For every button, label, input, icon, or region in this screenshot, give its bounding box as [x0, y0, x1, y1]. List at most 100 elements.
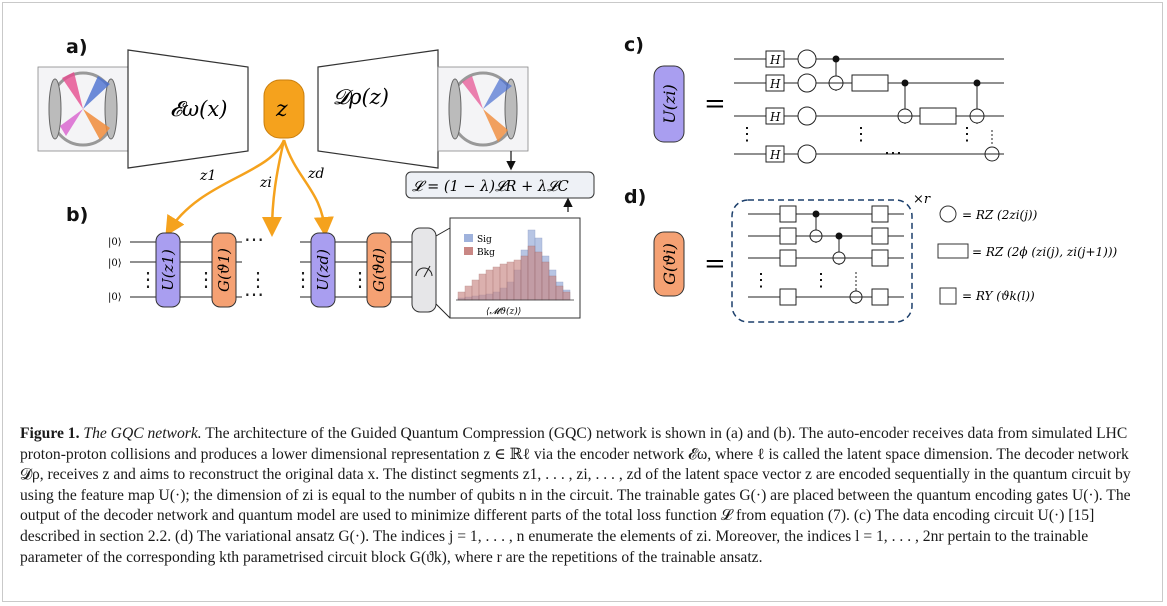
legend-circle-icon	[939, 205, 957, 223]
h-gate-label: H	[769, 53, 781, 67]
arrow-zi	[262, 139, 286, 237]
rz-rect	[851, 74, 889, 92]
detector-image-input	[37, 66, 129, 152]
hist-bar-bkg	[499, 263, 508, 301]
vertical-dots: ⋮	[958, 124, 976, 145]
legend-square-icon	[939, 287, 957, 305]
hist-bar-bkg	[562, 291, 571, 301]
qubit-label-1: |0⟩	[108, 258, 122, 269]
caption-text: The architecture of the Guided Quantum C…	[20, 425, 1131, 566]
ry-square	[779, 205, 797, 223]
panel-label-b: b)	[66, 204, 89, 226]
legend-bkg-swatch	[464, 247, 473, 255]
ry-square	[871, 205, 889, 223]
caption-title: The GQC network.	[83, 425, 202, 442]
legend-rz-pair: = RZ (2ϕ (zi(j), zi(j+1)))	[972, 245, 1118, 259]
panel-d-lhs-label: G(ϑi)	[660, 243, 679, 285]
hist-bar-bkg	[506, 261, 515, 301]
control-dot	[835, 232, 843, 240]
h-gate-label: H	[769, 148, 781, 162]
figure-svg: 𝓔ω(x) z 𝓓ρ(z) 𝓛 = (1 − λ)𝓛R + λ𝓛C z1 zi …	[37, 49, 1118, 323]
caption-label: Figure 1.	[20, 425, 80, 442]
arrow-z1	[165, 139, 286, 237]
legend-ry: = RY (ϑk(l))	[962, 289, 1035, 303]
gate-g1-label: G(ϑ1)	[215, 248, 233, 292]
loss-box	[405, 171, 595, 199]
gate-u-zd	[310, 232, 336, 308]
panel-label-a: a)	[66, 36, 88, 58]
control-dot	[973, 79, 981, 87]
hist-bar-bkg	[478, 273, 487, 301]
circuit-d: ⋮⋮	[748, 205, 904, 306]
rz-circle	[797, 144, 817, 164]
control-dot	[901, 79, 909, 87]
segment-label-zi: zi	[259, 175, 272, 191]
panel-c-lhs-label: U(zi)	[660, 84, 679, 124]
svg-text:⋮: ⋮	[350, 267, 370, 291]
ry-square	[779, 249, 797, 267]
horizontal-dots: ⋯	[884, 143, 902, 164]
panel-d-lhs-gate	[653, 231, 685, 297]
legend-rz-single: = RZ (2zi(j))	[962, 208, 1038, 222]
gate-u-z1-label: U(z1)	[159, 249, 177, 291]
segment-label-z1: z1	[199, 168, 216, 184]
hist-bar-bkg	[471, 279, 480, 301]
latent-node	[263, 79, 305, 139]
h-gate-label: H	[769, 77, 781, 91]
gate-gd	[366, 232, 392, 308]
repeat-label: ×r	[913, 192, 931, 207]
svg-text:⋯: ⋯	[244, 282, 264, 306]
hist-bar-bkg	[548, 275, 557, 301]
ry-square	[871, 227, 889, 245]
histogram: Sig Bkg ⟨𝓜ϑ(z)⟩	[449, 197, 581, 319]
h-gate	[765, 145, 785, 163]
ry-square	[871, 288, 889, 306]
gate-g1	[211, 232, 237, 308]
meter-icon	[415, 267, 433, 277]
h-gate	[765, 50, 785, 68]
repeat-block	[731, 199, 913, 323]
h-gate	[765, 74, 785, 92]
hist-bar-bkg	[457, 291, 466, 301]
svg-text:⋮: ⋮	[138, 267, 158, 291]
decoder-trapezoid	[317, 49, 439, 169]
measurement-gate	[411, 227, 437, 313]
ry-square	[779, 227, 797, 245]
figure-caption: Figure 1. The GQC network. The architect…	[20, 424, 1148, 568]
rz-circle	[797, 106, 817, 126]
hist-bar-bkg	[555, 285, 564, 301]
gate-u-z1	[155, 232, 181, 308]
circuit-b-dots: ⋮⋮⋮⋮⋮ ⋯⋯	[138, 227, 370, 306]
vertical-dots: ⋮	[738, 124, 756, 145]
panel-d-equals: =	[704, 249, 726, 279]
legend-sig-swatch	[464, 234, 473, 242]
svg-text:⋮: ⋮	[293, 267, 313, 291]
control-dot	[812, 210, 820, 218]
h-gate	[765, 107, 785, 125]
hist-bar-bkg	[464, 285, 473, 301]
encoder-trapezoid	[127, 49, 249, 169]
ry-square	[871, 249, 889, 267]
panel-label-c: c)	[624, 34, 644, 56]
hist-bar-bkg	[485, 269, 494, 301]
vertical-dots: ⋮	[852, 124, 870, 145]
rz-rect	[919, 107, 957, 125]
legend-rect-icon	[937, 243, 969, 259]
segment-label-zd: zd	[307, 166, 324, 182]
panel-c-lhs-gate	[653, 65, 685, 143]
control-dot	[832, 55, 840, 63]
panel-label-d: d)	[624, 186, 647, 208]
qubit-label-2: |0⟩	[108, 292, 122, 303]
encoder-label: 𝓔ω(x)	[170, 97, 227, 121]
latent-label: z	[275, 97, 288, 122]
arrow-zd	[282, 139, 334, 237]
vertical-dots: ⋮	[752, 270, 770, 291]
hist-bar-bkg	[527, 245, 536, 301]
decoder-label: 𝓓ρ(z)	[333, 85, 389, 109]
detector-image-output	[437, 66, 529, 152]
loss-label: 𝓛 = (1 − λ)𝓛R + λ𝓛C	[412, 179, 569, 195]
hist-bar-bkg	[520, 255, 529, 301]
ry-square	[779, 288, 797, 306]
h-gate-label: H	[769, 110, 781, 124]
